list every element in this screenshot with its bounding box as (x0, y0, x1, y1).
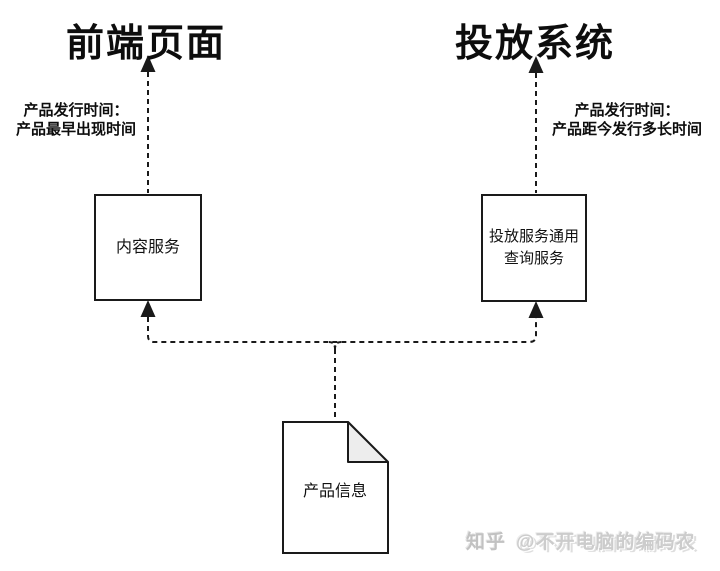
annotation-right-line2: 产品距今发行多长时间 (551, 121, 702, 138)
annotation-left-release-time: 产品发行时间： 产品最早出现时间 (8, 101, 144, 139)
connector-document-to-services (140, 300, 544, 420)
node-delivery-query-service: 投放服务通用 查询服务 (481, 194, 587, 302)
watermark-handle: @不开电脑的编码农 (516, 532, 696, 553)
title-delivery-system: 投放系统 (454, 23, 615, 65)
node-delivery-query-service-line1: 投放服务通用 (488, 228, 579, 245)
annotation-right-line1: 产品发行时间： (574, 102, 680, 119)
annotation-left-line2: 产品最早出现时间 (15, 121, 136, 138)
arrowhead-up-right-title (528, 56, 544, 73)
watermark-brand: 知乎 (466, 532, 507, 553)
title-frontend-page: 前端页面 (65, 23, 226, 65)
node-product-info-label: 产品信息 (302, 483, 367, 500)
arrowhead-up-left-title (140, 55, 156, 72)
arrow-content-to-frontend (140, 55, 156, 193)
annotation-right-release-time: 产品发行时间： 产品距今发行多长时间 (541, 101, 713, 139)
annotation-left-line1: 产品发行时间： (23, 102, 129, 119)
document-shape (282, 421, 389, 554)
document-fold-corner (347, 421, 389, 463)
arrowhead-up-left-box (140, 300, 156, 317)
watermark: 知乎 @不开电脑的编码农 (466, 527, 696, 554)
node-content-service: 内容服务 (94, 194, 202, 301)
arrow-query-to-delivery (528, 56, 544, 193)
arrowhead-up-right-box (528, 301, 544, 318)
node-content-service-label: 内容服务 (115, 238, 180, 256)
node-delivery-query-service-line2: 查询服务 (503, 250, 564, 267)
